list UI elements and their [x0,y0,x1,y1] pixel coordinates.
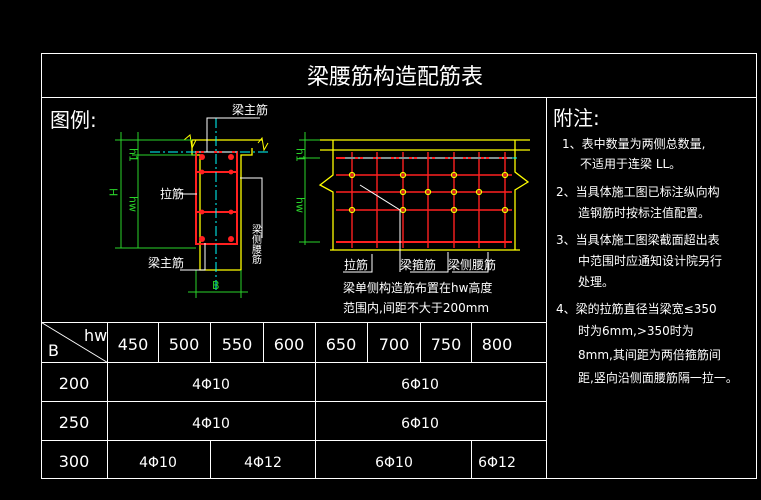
note-line: 造钢筋时按标注值配置。 [578,205,710,220]
label-tie: 拉筋 [160,186,184,201]
label-main-bar-top: 梁主筋 [232,102,268,117]
note-line: 1、表中数量为两侧总数量, [562,136,705,151]
corner-hw: hw [84,326,107,345]
hw-header: 650 [326,335,357,354]
dim-hw: hw [127,196,140,212]
hw-header: 500 [169,335,200,354]
label-tie-elev: 拉筋 [344,257,368,272]
dim-hw-elev: hw [294,197,307,213]
note-line: 8mm,其间距为两倍箍筋间 [578,347,721,362]
table-cell: 4Φ10 [192,416,230,432]
row-B: 250 [59,413,90,432]
note-line: 距,竖向沿侧面腰筋隔一拉一。 [578,370,738,385]
hw-header: 450 [118,335,149,354]
row-B: 300 [59,452,90,471]
table-cell: 4Φ10 [192,377,230,393]
beam-cross-section: 梁主筋 拉筋 梁主筋 梁侧腰筋 h1 H hw B [107,102,269,298]
row-B: 200 [59,374,90,393]
table-cell: 6Φ10 [375,455,413,471]
label-side-bars-elev: 梁侧腰筋 [448,257,496,272]
note-line: 中范围时应通知设计院另行 [578,253,722,268]
table-frame [41,53,757,479]
table-cell: 6Φ10 [401,416,439,432]
legend-heading: 图例: [50,108,97,132]
table-title: 梁腰筋构造配筋表 [307,65,483,90]
rebar-table: hw B 450 500 550 600 650 700 750 800 200… [48,326,516,471]
note-line: 处理。 [578,275,614,289]
note-line: 不适用于连梁 LL。 [580,156,681,171]
table-cell: 4Φ12 [244,455,282,471]
hw-header: 800 [482,335,513,354]
table-cell: 6Φ10 [401,377,439,393]
caption-line2: 范围内,间距不大于200mm [343,301,489,315]
beam-elevation: h1 hw 拉筋 梁箍筋 梁侧腰筋 梁单侧构造筋布置在hw高度 范围内,间距不大… [294,132,530,315]
hw-header: 700 [379,335,410,354]
dim-h1: h1 [127,148,140,162]
note-line: 4、梁的拉筋直径当梁宽≤350 [556,301,717,316]
table-cell: 4Φ10 [139,455,177,471]
corner-B: B [48,341,59,360]
notes-heading: 附注: [553,106,600,130]
hw-header: 600 [274,335,305,354]
notes-block: 1、表中数量为两侧总数量, 不适用于连梁 LL。 2、当具体施工图已标注纵向构 … [556,136,738,385]
dim-B: B [212,279,220,292]
caption-line1: 梁单侧构造筋布置在hw高度 [343,280,492,295]
label-main-bar-bottom: 梁主筋 [148,255,184,270]
hw-header: 550 [222,335,253,354]
dim-H: H [107,188,120,196]
note-line: 时为6mm,>350时为 [578,324,694,338]
hw-header: 750 [431,335,462,354]
table-cell: 6Φ12 [478,455,516,471]
label-stirrup: 梁箍筋 [400,257,436,272]
label-side-bars: 梁侧腰筋 [250,223,262,265]
note-line: 2、当具体施工图已标注纵向构 [556,184,720,199]
dim-h1-elev: h1 [294,148,307,162]
note-line: 3、当具体施工图梁截面超出表 [556,232,720,247]
